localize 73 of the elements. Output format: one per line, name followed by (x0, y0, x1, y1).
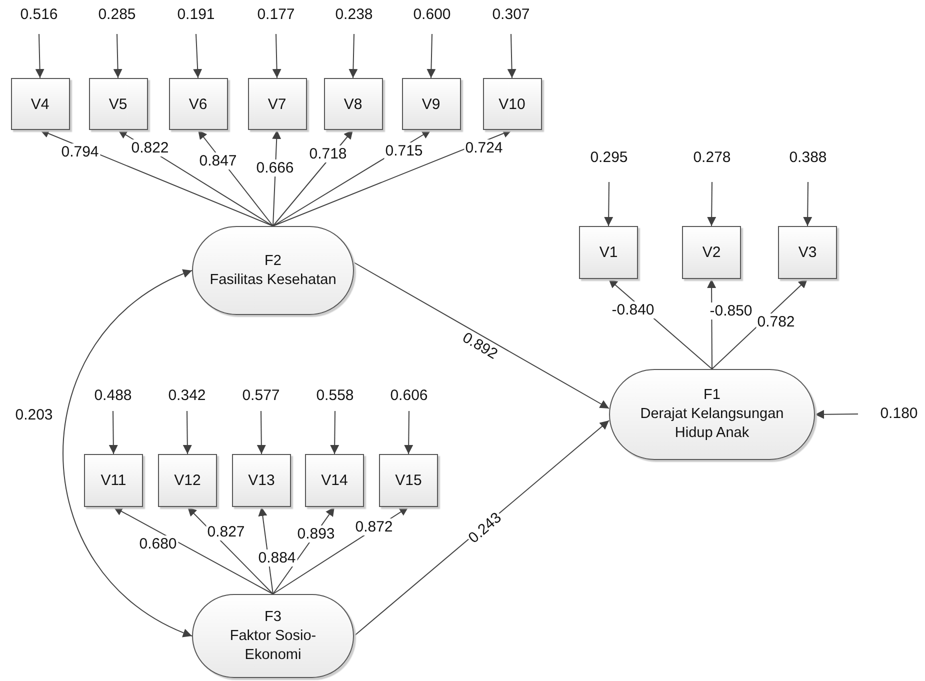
error-value: 0.577 (236, 386, 286, 406)
arrow (35, 34, 44, 78)
edge-label: 0.872 (354, 518, 394, 536)
arrow (272, 34, 282, 78)
arrow (330, 410, 340, 454)
arrow (272, 129, 512, 226)
error-value: 0.558 (310, 386, 360, 406)
indicator-box: V15 (379, 454, 438, 507)
indicator-box: V6 (168, 78, 228, 130)
indicator-box: V7 (248, 78, 306, 130)
latent-variable-node (192, 226, 354, 315)
indicator-box: V9 (402, 78, 460, 130)
arrow (113, 34, 122, 78)
edge-label: 0.884 (257, 550, 297, 566)
arrow (803, 182, 812, 226)
arrow (193, 34, 202, 78)
arrow (404, 410, 414, 454)
indicator-box: V5 (88, 78, 148, 130)
error-value: 0.606 (384, 386, 434, 406)
factor-code: F3 (264, 608, 282, 626)
arrow (40, 129, 274, 226)
latent-variable-node (192, 594, 354, 678)
edge-label: 0.822 (130, 140, 170, 156)
error-value: 0.307 (486, 5, 536, 25)
error-value: 0.177 (251, 5, 301, 25)
arrow (814, 410, 858, 419)
error-value: 0.180 (874, 404, 924, 424)
indicator-box: V2 (682, 226, 741, 279)
arrow (182, 410, 192, 454)
arrow (426, 34, 436, 78)
arrow (113, 506, 274, 594)
factor-name: Derajat Kelangsungan Hidup Anak (639, 405, 785, 443)
indicator-box: V10 (482, 78, 542, 130)
indicator-box: V3 (778, 226, 837, 279)
arrow (348, 34, 358, 78)
error-value: 0.278 (687, 148, 737, 168)
edge-label: 0.827 (206, 524, 246, 540)
indicator-box: V8 (324, 78, 382, 130)
arrow (604, 182, 614, 226)
edge-label: 0.666 (255, 160, 295, 176)
arrow (707, 182, 716, 226)
edge-label: -0.850 (708, 302, 754, 320)
error-value: 0.342 (162, 386, 212, 406)
error-value: 0.238 (329, 5, 379, 25)
error-value: 0.191 (171, 5, 221, 25)
indicator-box: V1 (579, 226, 638, 279)
error-value: 0.600 (407, 5, 457, 25)
arrow (507, 34, 516, 78)
arrow (354, 262, 610, 409)
arrow (256, 410, 266, 454)
arrow (354, 420, 610, 636)
error-value: 0.285 (92, 5, 142, 25)
indicator-box: V4 (10, 78, 70, 130)
edge-label: -0.840 (610, 302, 656, 318)
factor-name: Fasilitas Kesehatan (210, 270, 336, 290)
error-value: 0.488 (88, 386, 138, 406)
indicator-box: V13 (232, 454, 291, 507)
error-value: 0.295 (584, 148, 634, 168)
edge-label: 0.782 (756, 314, 796, 330)
factor-name: Faktor Sosio- Ekonomi (228, 626, 318, 664)
error-value: 0.388 (783, 148, 833, 168)
curved-arrow (62, 270, 192, 636)
error-value: 0.516 (14, 5, 64, 25)
indicator-box: V11 (84, 454, 143, 507)
edge-label: 0.715 (384, 142, 424, 160)
factor-code: F2 (264, 252, 282, 270)
indicator-box: V14 (305, 454, 364, 507)
arrow (108, 410, 118, 454)
edge-label: 0.718 (308, 146, 348, 162)
edge-label: 0.847 (198, 152, 238, 170)
indicator-box: V12 (158, 454, 217, 507)
factor-code: F1 (704, 386, 720, 405)
edge-label: 0.893 (296, 526, 336, 542)
